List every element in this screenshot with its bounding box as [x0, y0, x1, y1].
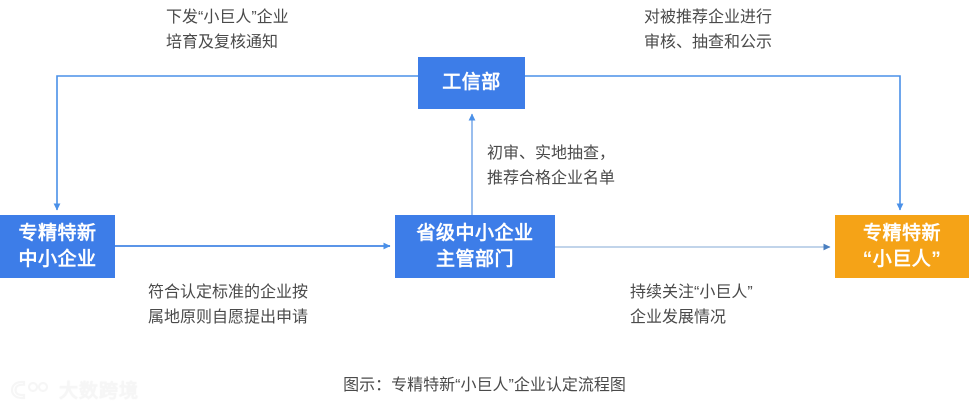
- edge-label-miit-to-giant-line-1: 对被推荐企业进行: [644, 9, 773, 26]
- edge-label-prov-to-giant-line-2: 企业发展情况: [630, 308, 727, 326]
- miit-node-line-1: 工信部: [442, 72, 501, 94]
- specialized-sme-node-line-2: 中小企业: [18, 248, 97, 270]
- edge-label-miit-to-sme-line-1: 下发“小巨人”企业: [166, 9, 289, 26]
- edge-label-prov-to-giant: 持续关注“小巨人” 企业发展情况: [630, 281, 753, 331]
- edge-label-miit-to-sme: 下发“小巨人”企业 培育及复核通知: [166, 6, 289, 56]
- specialized-sme-node-line-1: 专精特新: [18, 222, 97, 244]
- little-giant-node-line-2: “小巨人”: [862, 248, 942, 270]
- watermark: 大数跨境: [10, 376, 139, 403]
- provincial-authority-node-line-1: 省级中小企业: [416, 222, 534, 244]
- edge-label-miit-to-sme-line-2: 培育及复核通知: [166, 33, 279, 51]
- miit-node[interactable]: 工信部: [418, 57, 525, 109]
- edge-label-prov-to-miit-line-2: 推荐合格企业名单: [487, 169, 616, 187]
- specialized-sme-node[interactable]: 专精特新 中小企业: [0, 215, 115, 278]
- figure-caption: 图示：专精特新“小巨人”企业认定流程图: [343, 377, 626, 394]
- edge-label-miit-to-giant-line-2: 审核、抽查和公示: [644, 33, 773, 51]
- provincial-authority-node[interactable]: 省级中小企业 主管部门: [395, 215, 555, 278]
- watermark-logo-icon: [10, 380, 49, 399]
- little-giant-node[interactable]: 专精特新 “小巨人”: [835, 215, 969, 278]
- edge-label-prov-to-miit-line-1: 初审、实地抽查，: [487, 145, 616, 162]
- edge-label-sme-to-prov-line-1: 符合认定标准的企业按: [148, 284, 309, 301]
- connector-miit-to-sme: [53, 75, 418, 211]
- edge-label-sme-to-prov-line-2: 属地原则自愿提出申请: [148, 308, 309, 326]
- watermark-text: 大数跨境: [59, 381, 140, 402]
- little-giant-node-line-1: 专精特新: [862, 222, 941, 244]
- edge-label-prov-to-giant-line-1: 持续关注“小巨人”: [630, 284, 753, 301]
- provincial-authority-node-line-2: 主管部门: [435, 248, 514, 270]
- edge-label-miit-to-giant: 对被推荐企业进行 审核、抽查和公示: [644, 6, 772, 56]
- edge-label-sme-to-prov: 符合认定标准的企业按 属地原则自愿提出申请: [148, 281, 308, 331]
- edge-label-prov-to-miit: 初审、实地抽查， 推荐合格企业名单: [487, 142, 615, 192]
